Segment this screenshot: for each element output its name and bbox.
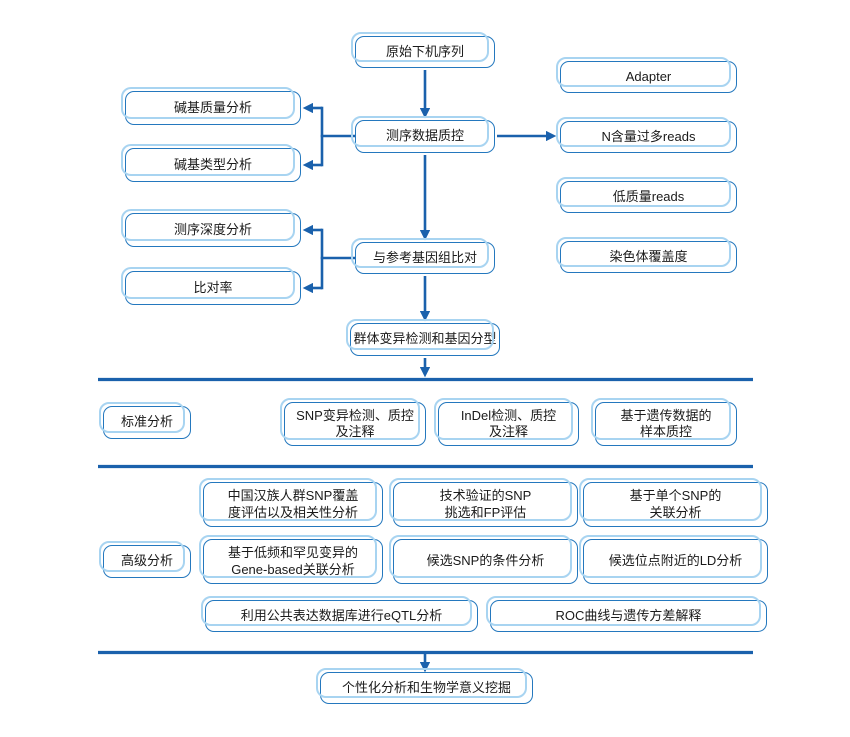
node-adapter: Adapter [556, 57, 737, 93]
label-standard-analysis: 标准分析 [99, 402, 191, 439]
node-han-snp-coverage: 中国汉族人群SNP覆盖 度评估以及相关性分析 [199, 478, 383, 527]
node-variant-genotyping: 群体变异检测和基因分型 [346, 319, 500, 356]
node-depth-analysis: 测序深度分析 [121, 209, 301, 247]
node-sequencing-qc: 测序数据质控 [351, 116, 495, 153]
node-ld-analysis: 候选位点附近的LD分析 [579, 535, 768, 584]
node-roc-analysis: ROC曲线与遗传方差解释 [486, 596, 767, 632]
node-low-quality-reads: 低质量reads [556, 177, 737, 213]
node-validated-snp: 技术验证的SNP 挑选和FP评估 [389, 478, 578, 527]
node-chromosome-coverage: 染色体覆盖度 [556, 237, 737, 273]
branch-qc-left [302, 102, 356, 171]
node-indel-detection: InDel检测、质控 及注释 [434, 398, 579, 446]
node-gene-based-association: 基于低频和罕见变异的 Gene-based关联分析 [199, 535, 383, 584]
node-single-snp-association: 基于单个SNP的 关联分析 [579, 478, 768, 527]
label-advanced-analysis: 高级分析 [99, 541, 191, 578]
node-personalized-analysis: 个性化分析和生物学意义挖掘 [316, 668, 533, 704]
node-n-reads: N含量过多reads [556, 117, 737, 153]
node-sample-qc: 基于遗传数据的 样本质控 [591, 398, 737, 446]
node-eqtl-analysis: 利用公共表达数据库进行eQTL分析 [201, 596, 478, 632]
branch-align-left [302, 224, 356, 294]
node-mapping-rate: 比对率 [121, 267, 301, 305]
node-snp-detection: SNP变异检测、质控 及注释 [280, 398, 426, 446]
node-base-quality: 碱基质量分析 [121, 87, 301, 125]
node-reference-alignment: 与参考基因组比对 [351, 238, 495, 274]
node-raw-sequence: 原始下机序列 [351, 32, 495, 68]
node-base-type: 碱基类型分析 [121, 144, 301, 182]
node-conditional-analysis: 候选SNP的条件分析 [389, 535, 578, 584]
